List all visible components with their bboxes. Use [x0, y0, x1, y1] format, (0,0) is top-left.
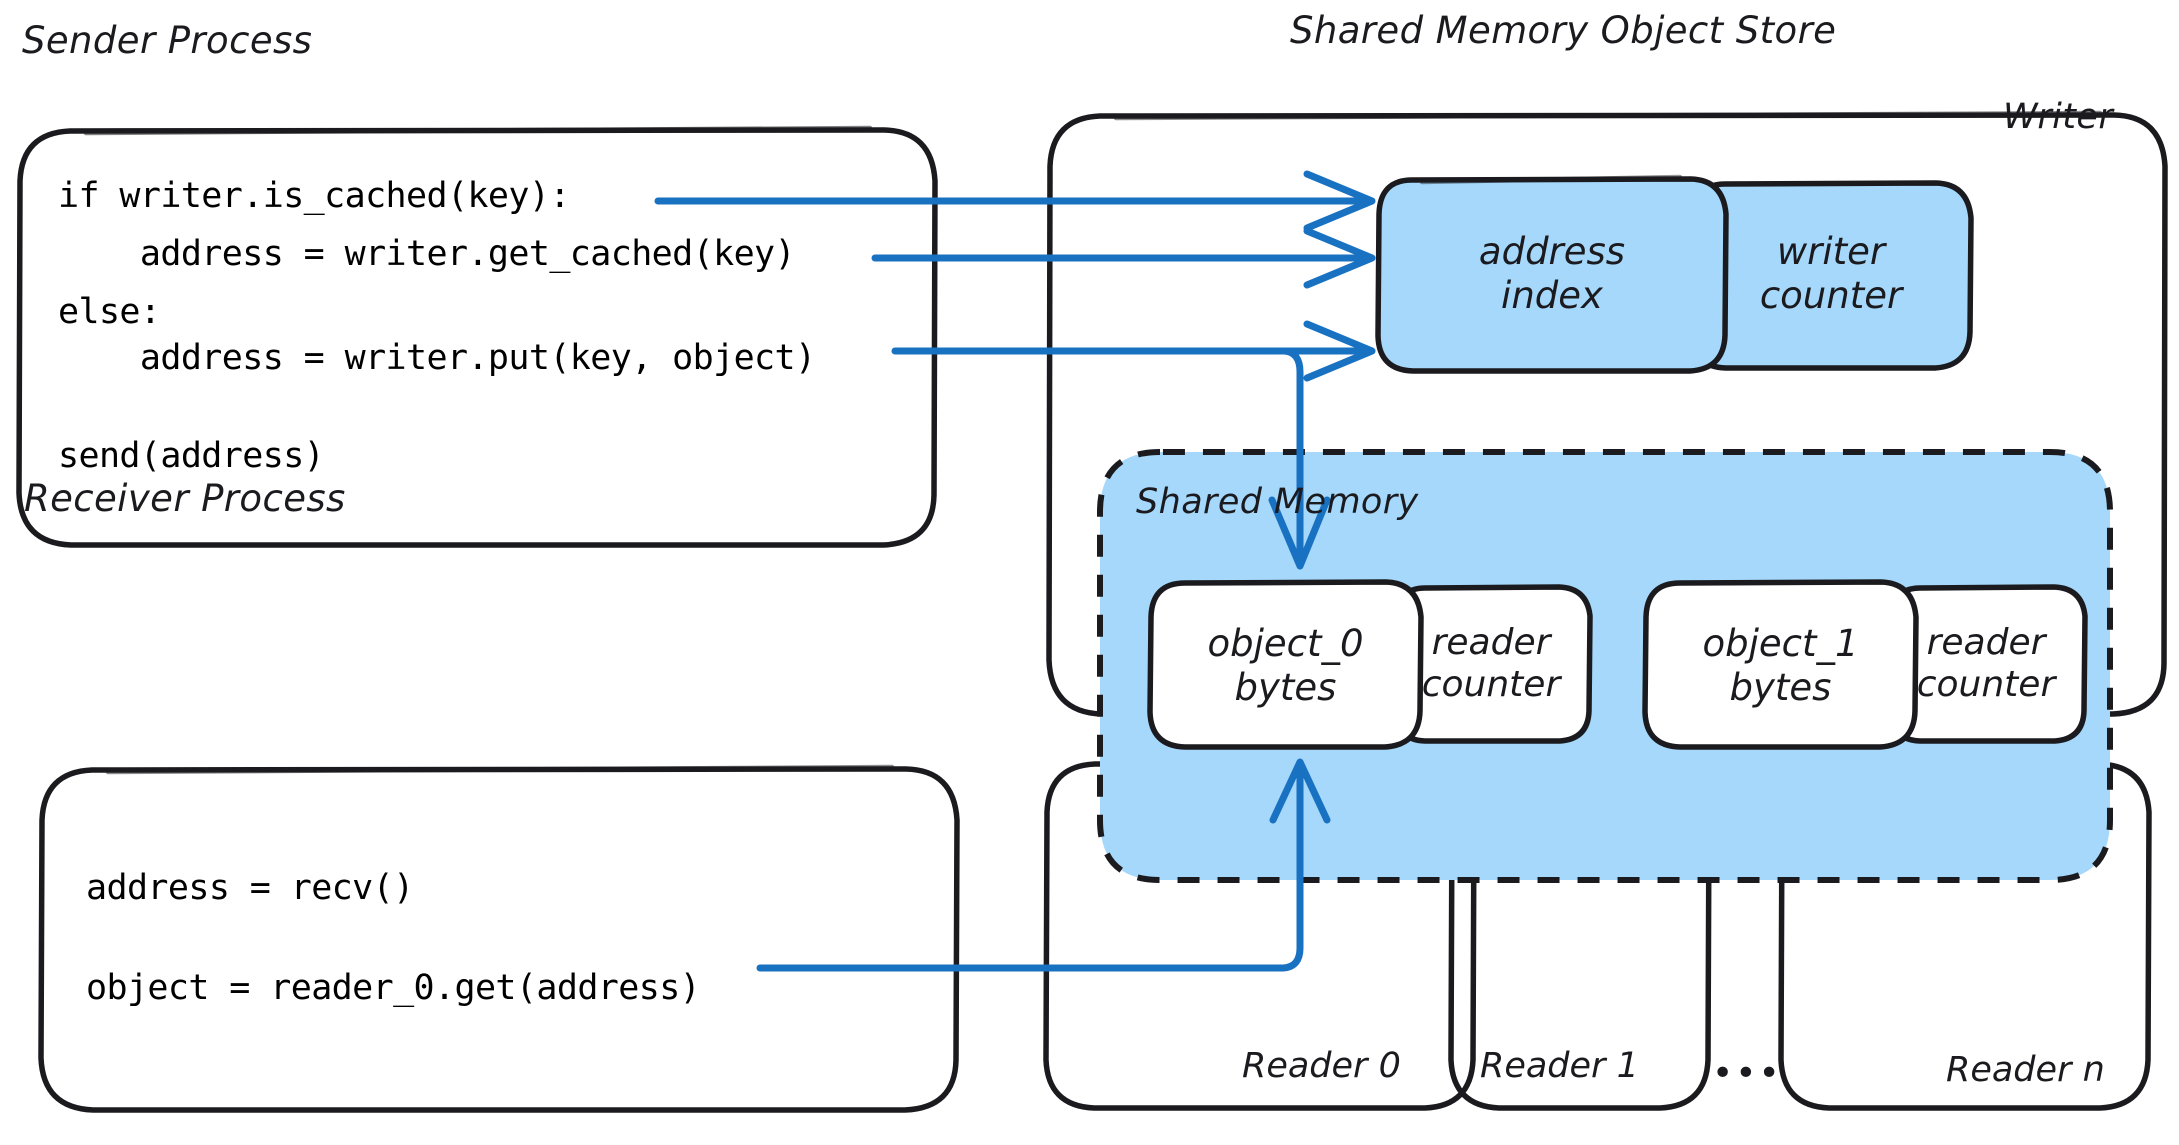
- writer-label: Writer: [2003, 97, 2114, 137]
- address-index-cell-fill: [1378, 179, 1726, 371]
- receiver-code-line-0: address = recv(): [86, 868, 414, 908]
- reader-counter-0-label: reader counter: [1421, 622, 1561, 706]
- readers-ellipsis: •••: [1712, 1053, 1782, 1094]
- reader-counter-1-fill: [1891, 587, 2085, 741]
- sender-code-line-1: address = writer.get_cached(key): [58, 234, 796, 274]
- address-index-label: address index: [1478, 230, 1626, 317]
- arrow-is-cached-to-address-index: [654, 170, 1376, 232]
- reader-1-label: Reader 1: [1480, 1046, 1639, 1086]
- arrows-layer: [654, 170, 1376, 972]
- object-1-outline: [1642, 579, 1919, 750]
- reader-counter-0-fill: [1396, 587, 1590, 741]
- reader-n-label: Reader n: [1946, 1050, 2105, 1090]
- sender-code-line-0: if writer.is_cached(key):: [58, 176, 570, 216]
- shared-memory-label: Shared Memory: [1136, 482, 1419, 522]
- receiver-process-box: [38, 764, 960, 1113]
- sender-code-line-2: else:: [58, 292, 161, 332]
- shared-memory-region: [1097, 449, 2113, 883]
- writer-counter-label: writer counter: [1759, 230, 1903, 317]
- sender-process-box: [16, 125, 938, 548]
- writer-container-box: [1046, 110, 2168, 717]
- sender-code-line-5: send(address): [58, 436, 325, 476]
- receiver-code-line-2: object = reader_0.get(address): [86, 968, 701, 1008]
- sender-code-line-3: address = writer.put(key, object): [58, 338, 816, 378]
- arrow-get-cached-to-address-index: [871, 227, 1376, 289]
- object-0-fill: [1150, 582, 1421, 747]
- address-index-cell-outline: [1375, 176, 1729, 374]
- writer-counter-cell-fill: [1691, 183, 1971, 368]
- receiver-process-title: Receiver Process: [24, 477, 346, 520]
- arrow-reader-get-to-object-0: [756, 758, 1331, 972]
- reader-0-label: Reader 0: [1242, 1046, 1401, 1086]
- arrow-put-to-object-0: [1268, 347, 1331, 570]
- shared-memory-object-store-title: Shared Memory Object Store: [1290, 9, 1837, 52]
- sender-process-title: Sender Process: [22, 19, 313, 62]
- object-0-label: object_0 bytes: [1207, 622, 1364, 709]
- shared-memory-slots-group: [1147, 579, 2088, 750]
- object-1-label: object_1 bytes: [1702, 622, 1859, 709]
- writer-cells-group: [1375, 174, 1974, 374]
- object-1-fill: [1645, 582, 1916, 747]
- reader-counter-1-label: reader counter: [1916, 622, 2056, 706]
- object-0-outline: [1147, 579, 1424, 750]
